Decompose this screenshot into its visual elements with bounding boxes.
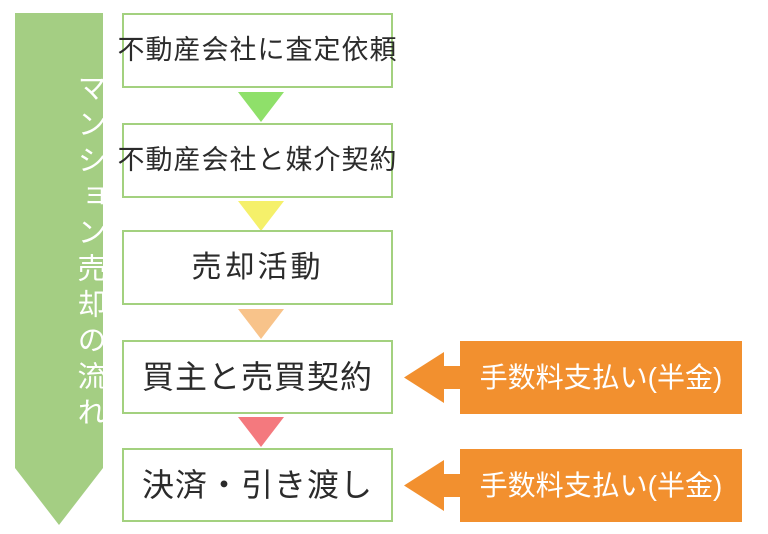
step-box-2: 不動産会社と媒介契約 xyxy=(118,123,397,198)
connector-arrow-4 xyxy=(238,417,284,447)
banner-arrow-shape xyxy=(15,13,103,525)
left-arrow-icon xyxy=(404,341,742,414)
connector-arrow-2 xyxy=(238,201,284,231)
step-box-3: 売却活動 xyxy=(122,230,393,305)
down-triangle-icon xyxy=(238,201,284,231)
left-arrow-icon xyxy=(404,449,742,522)
step-label-2: 不動産会社と媒介契約 xyxy=(117,145,398,175)
step-label-4: 買主と売買契約 xyxy=(141,359,373,395)
banner-title: マンション売却の流れ xyxy=(73,73,105,433)
fee-callout-1: 手数料支払い(半金) xyxy=(404,341,742,414)
step-box-5: 決済・引き渡し xyxy=(122,448,393,522)
fee-callout-2: 手数料支払い(半金) xyxy=(404,449,742,522)
down-triangle-icon xyxy=(238,417,284,447)
connector-arrow-1 xyxy=(238,92,284,122)
fee-callout-label-1: 手数料支払い(半金) xyxy=(479,361,723,393)
down-triangle-icon xyxy=(238,309,284,339)
process-banner: マンション売却の流れ xyxy=(15,13,105,525)
step-label-3: 売却活動 xyxy=(191,250,324,284)
fee-arrow-shape-2 xyxy=(404,449,742,522)
step-box-1: 不動産会社に査定依頼 xyxy=(118,13,397,88)
connector-arrow-3 xyxy=(238,309,284,339)
down-triangle-icon xyxy=(238,92,284,122)
step-label-1: 不動産会社に査定依頼 xyxy=(117,35,398,65)
step-box-4: 買主と売買契約 xyxy=(122,340,393,414)
fee-arrow-shape-1 xyxy=(404,341,742,414)
fee-callout-label-2: 手数料支払い(半金) xyxy=(479,469,723,501)
step-label-5: 決済・引き渡し xyxy=(141,467,373,503)
